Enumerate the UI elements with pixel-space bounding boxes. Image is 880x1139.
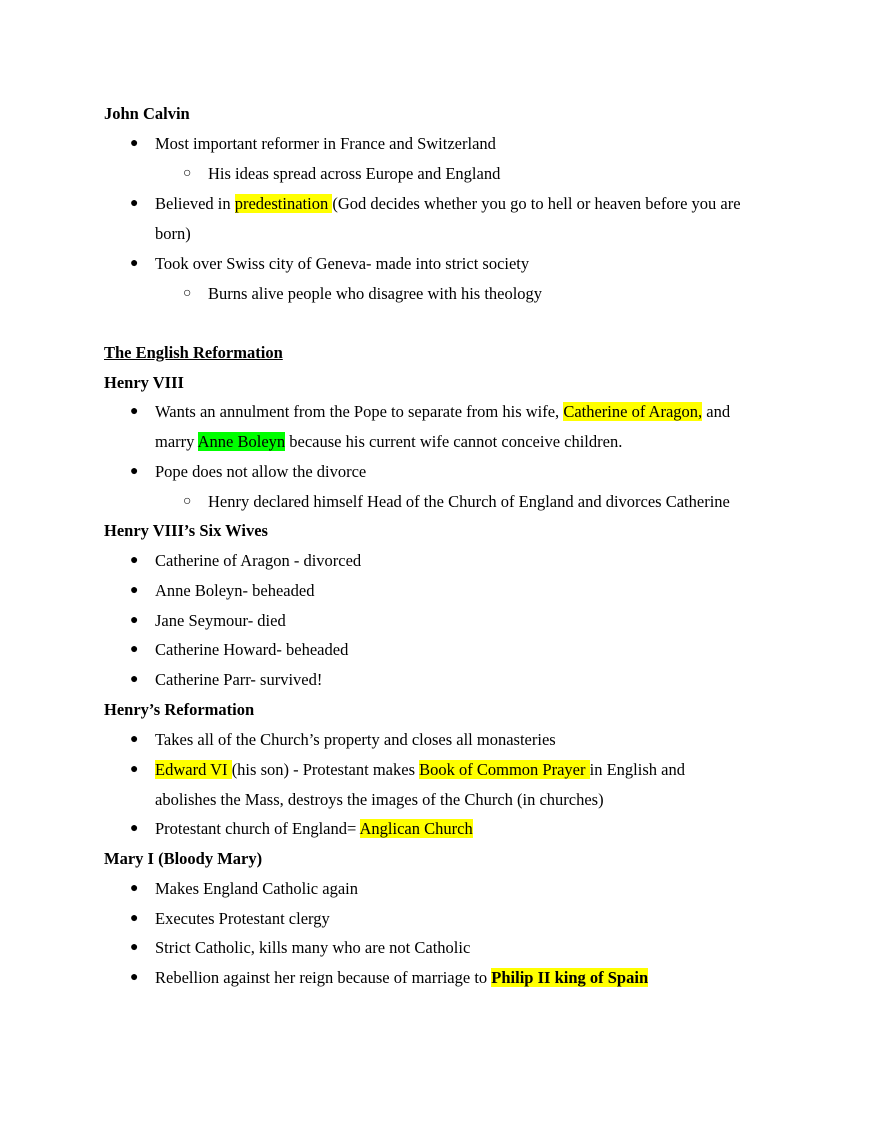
bullet-icon: ● (130, 940, 139, 955)
highlight-edward-vi: Edward VI (155, 760, 232, 779)
heading-six-wives: Henry VIII’s Six Wives (104, 521, 268, 540)
text-span: marry (155, 432, 198, 451)
highlight-anglican-church: Anglican Church (359, 819, 473, 838)
highlight-philip-ii: Philip II king of Spain (491, 968, 649, 987)
reformation-item-2: Edward VI (his son) - Protestant makes B… (155, 760, 685, 780)
bullet-icon: ● (130, 136, 139, 151)
text-span: Wants an annulment from the Pope to sepa… (155, 402, 564, 421)
mary-item: Strict Catholic, kills many who are not … (155, 938, 471, 957)
calvin-item-3: Took over Swiss city of Geneva- made int… (155, 254, 530, 273)
text-span: and (702, 402, 731, 421)
wife-item: Jane Seymour- died (155, 611, 286, 630)
reformation-item-2-continued: abolishes the Mass, destroys the images … (155, 790, 604, 809)
mary-item-4: Rebellion against her reign because of m… (155, 968, 649, 988)
heading-henry-viii: Henry VIII (104, 373, 184, 392)
highlight-book-of-common-prayer: Book of Common Prayer (419, 760, 590, 779)
bullet-icon: ● (130, 613, 139, 628)
bullet-icon: ● (130, 583, 139, 598)
henry-item-1: Wants an annulment from the Pope to sepa… (155, 402, 730, 422)
mary-item: Makes England Catholic again (155, 879, 358, 898)
henry-item-2: Pope does not allow the divorce (155, 462, 367, 481)
bullet-icon: ● (130, 404, 139, 419)
bullet-icon: ● (130, 762, 139, 777)
bullet-icon: ● (130, 881, 139, 896)
text-span: (his son) - Protestant makes (231, 760, 420, 779)
bullet-icon: ● (130, 911, 139, 926)
highlight-predestination: predestination (234, 194, 333, 213)
bullet-icon: ● (130, 553, 139, 568)
calvin-item-2-continued: born) (155, 224, 191, 243)
calvin-subitem-1: His ideas spread across Europe and Engla… (208, 164, 501, 183)
wife-item: Catherine Howard- beheaded (155, 640, 349, 659)
wife-item: Anne Boleyn- beheaded (155, 581, 315, 600)
sub-bullet-icon: ○ (183, 286, 192, 301)
text-span: because his current wife cannot conceive… (285, 432, 623, 451)
bullet-icon: ● (130, 970, 139, 985)
heading-mary-i: Mary I (Bloody Mary) (104, 849, 263, 868)
henry-subitem-1: Henry declared himself Head of the Churc… (208, 492, 730, 511)
bullet-icon: ● (130, 821, 139, 836)
mary-item: Executes Protestant clergy (155, 909, 330, 928)
bullet-icon: ● (130, 196, 139, 211)
wife-item: Catherine Parr- survived! (155, 670, 323, 689)
henry-item-1-continued: marry Anne Boleyn because his current wi… (155, 432, 622, 452)
bullet-icon: ● (130, 464, 139, 479)
highlight-anne-boleyn: Anne Boleyn (197, 432, 286, 451)
text-span: Rebellion against her reign because of m… (155, 968, 492, 987)
text-span: Protestant church of England= (155, 819, 360, 838)
text-span: in English and (589, 760, 685, 779)
sub-bullet-icon: ○ (183, 494, 192, 509)
text-span: (God decides whether you go to hell or h… (332, 194, 741, 213)
heading-henrys-reformation: Henry’s Reformation (104, 700, 255, 719)
sub-bullet-icon: ○ (183, 166, 192, 181)
calvin-item-1: Most important reformer in France and Sw… (155, 134, 496, 153)
calvin-item-2: Believed in predestination (God decides … (155, 194, 741, 214)
calvin-subitem-2: Burns alive people who disagree with his… (208, 284, 543, 303)
bullet-icon: ● (130, 672, 139, 687)
bullet-icon: ● (130, 732, 139, 747)
bullet-icon: ● (130, 256, 139, 271)
reformation-item-1: Takes all of the Church’s property and c… (155, 730, 556, 749)
wife-item: Catherine of Aragon - divorced (155, 551, 362, 570)
highlight-catherine-of-aragon: Catherine of Aragon, (563, 402, 703, 421)
heading-john-calvin: John Calvin (104, 104, 190, 123)
text-span: Believed in (155, 194, 235, 213)
reformation-item-3: Protestant church of England= Anglican C… (155, 819, 473, 839)
bullet-icon: ● (130, 642, 139, 657)
section-title-english-reformation: The English Reformation (104, 343, 283, 362)
